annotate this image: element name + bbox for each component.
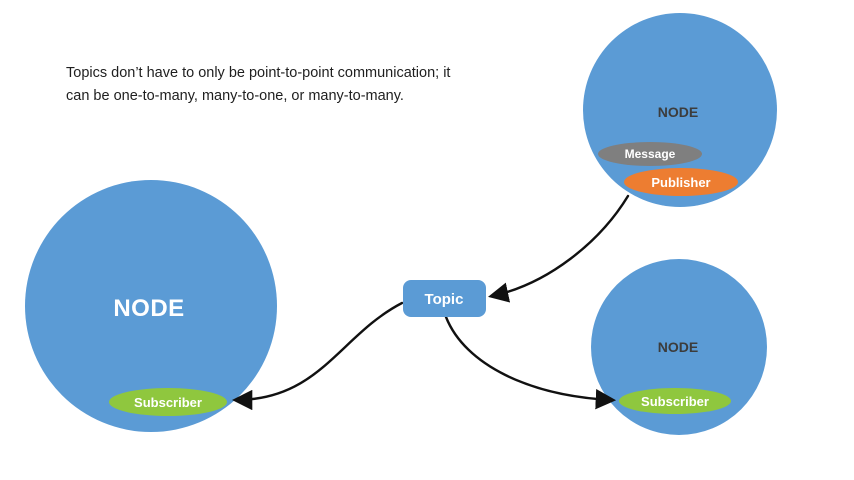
arrow-publisher-to-topic	[488, 194, 630, 303]
node-circle-left	[25, 180, 277, 432]
subscriber-pill-left	[109, 388, 227, 416]
subscriber-label-bottom-right: Subscriber	[641, 394, 709, 409]
caption-line-2: can be one-to-many, many-to-one, or many…	[66, 88, 404, 104]
publisher-label: Publisher	[651, 175, 710, 190]
node-label-left: NODE	[113, 295, 184, 322]
topic-label: Topic	[425, 291, 464, 308]
publisher-pill	[624, 168, 738, 196]
node-label-top-right: NODE	[658, 104, 698, 120]
arrow-topic-to-left-subscriber	[231, 301, 404, 411]
subscriber-label-left: Subscriber	[134, 395, 202, 410]
subscriber-pill-bottom-right	[619, 388, 731, 414]
message-label: Message	[625, 147, 676, 161]
arrow-topic-to-bottom-right-subscriber	[444, 315, 617, 410]
node-circle-bottom-right	[591, 259, 767, 435]
caption-line-1: Topics don’t have to only be point-to-po…	[66, 65, 451, 81]
node-label-bottom-right: NODE	[658, 339, 698, 355]
message-pill	[598, 142, 702, 166]
caption-text: Topics don’t have to only be point-to-po…	[66, 62, 450, 108]
topic-box	[403, 280, 486, 317]
